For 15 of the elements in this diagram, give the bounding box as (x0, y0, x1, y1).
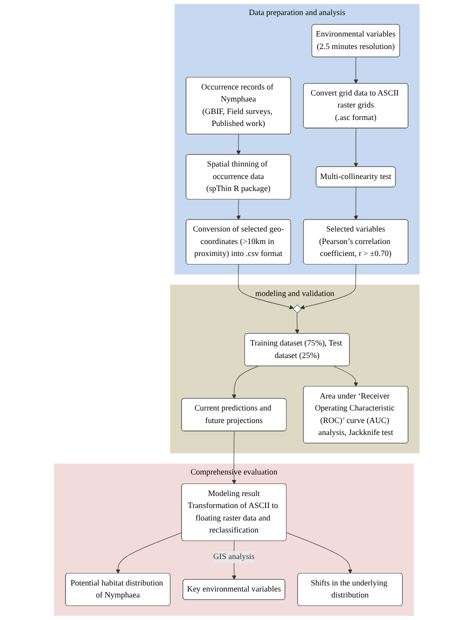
arrow (286, 532, 353, 574)
arrow (116, 532, 182, 574)
arrow (300, 264, 356, 310)
arrow (232, 430, 237, 484)
arrow (354, 56, 358, 84)
edge-label: GIS analysis (213, 552, 255, 562)
arrow (238, 264, 294, 310)
arrow (232, 366, 259, 399)
node-diamond (293, 304, 302, 314)
arrow (354, 187, 358, 220)
arrow (236, 134, 241, 155)
arrow (333, 366, 358, 387)
arrow (295, 312, 300, 334)
arrow (354, 128, 358, 168)
arrow (236, 199, 241, 220)
